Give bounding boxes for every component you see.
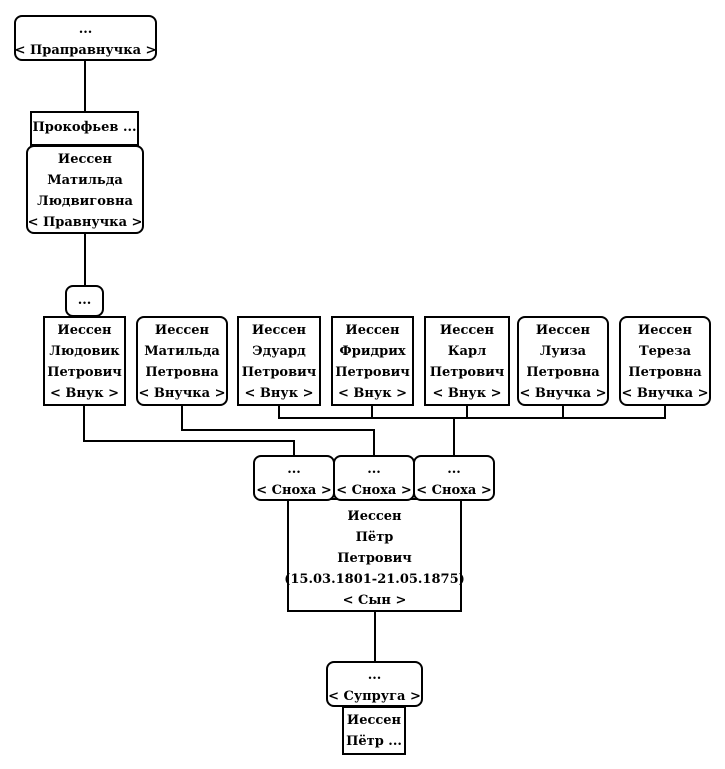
person-text-line: Иессен (535, 323, 591, 338)
person-text-line: < Сын > (342, 593, 407, 608)
person-text-line: < Внук > (49, 386, 120, 401)
person-text-line: < Сноха > (416, 483, 492, 498)
person-text-line: Петрович (335, 365, 410, 380)
person-text-line: Петрович (241, 365, 317, 380)
person-text-line: Иессен (345, 323, 400, 338)
person-text-line: (15.03.1801-21.05.1875) (284, 572, 465, 587)
person-text-line: < Внучка > (621, 386, 709, 401)
person-text-line: ... (77, 293, 92, 308)
person-text-line: Прокофьев ... (32, 120, 137, 135)
person-text-line: ... (367, 668, 382, 683)
person-text-line: Иессен (439, 323, 495, 338)
person-text-line: ... (78, 22, 93, 37)
person-text-line: Иессен (154, 323, 210, 338)
person-text-line: < Внучка > (519, 386, 607, 401)
person-text-line: Петровна (526, 365, 600, 380)
person-text-line: Иессен (346, 713, 402, 728)
person-text-line: < Праправнучка > (14, 43, 157, 58)
person-text-line: Иессен (57, 152, 113, 167)
person-text-line: < Сноха > (336, 483, 412, 498)
person-text-line: Матильда (144, 344, 220, 359)
person-text-line: < Внук > (244, 386, 314, 401)
person-text-line: < Правнучка > (27, 215, 143, 230)
person-text-line: Пётр (355, 530, 394, 545)
person-text-line: Матильда (47, 173, 123, 188)
person-text-line: Иессен (637, 323, 693, 338)
person-text-line: Иессен (251, 323, 307, 338)
person-text-line: < Внук > (337, 386, 408, 401)
person-text-line: < Внук > (432, 386, 502, 401)
person-text-line: Петрович (47, 365, 122, 380)
person-snokha-1[interactable]: ... < Сноха > (253, 455, 335, 501)
person-text-line: Луиза (539, 344, 587, 359)
person-text-line: < Сноха > (256, 483, 332, 498)
person-text-line: Карл (447, 344, 487, 359)
person-text-line: ... (287, 462, 301, 477)
person-text-line: < Внучка > (138, 386, 226, 401)
person-prokofiev[interactable]: Прокофьев ... (30, 111, 139, 146)
person-snokha-2[interactable]: ... < Сноха > (333, 455, 415, 501)
person-text-line: < Супруга > (328, 689, 421, 704)
person-snokha-3[interactable]: ... < Сноха > (413, 455, 495, 501)
person-text-line: Петровна (145, 365, 219, 380)
person-text-line: ... (447, 462, 461, 477)
person-text-line: Людвиговна (37, 194, 133, 209)
person-text-line: Петровна (628, 365, 702, 380)
person-text-line: Тереза (638, 344, 692, 359)
person-text-line: ... (367, 462, 381, 477)
person-text-line: Иессен (347, 509, 402, 524)
person-spouse[interactable]: ... < Супруга > (326, 661, 423, 707)
person-text-line: Фридрих (339, 344, 406, 359)
person-text-line: Эдуард (252, 344, 306, 359)
person-text-line: Петрович (337, 551, 412, 566)
person-ludovik-spouse[interactable]: ... (65, 285, 104, 317)
person-great-great-granddaughter[interactable]: ... < Праправнучка > (14, 15, 157, 61)
person-text-line: Людовик (49, 344, 120, 359)
person-text-line: Иессен (57, 323, 112, 338)
person-text-line: Петрович (429, 365, 505, 380)
person-text-line: Пётр ... (346, 734, 402, 749)
